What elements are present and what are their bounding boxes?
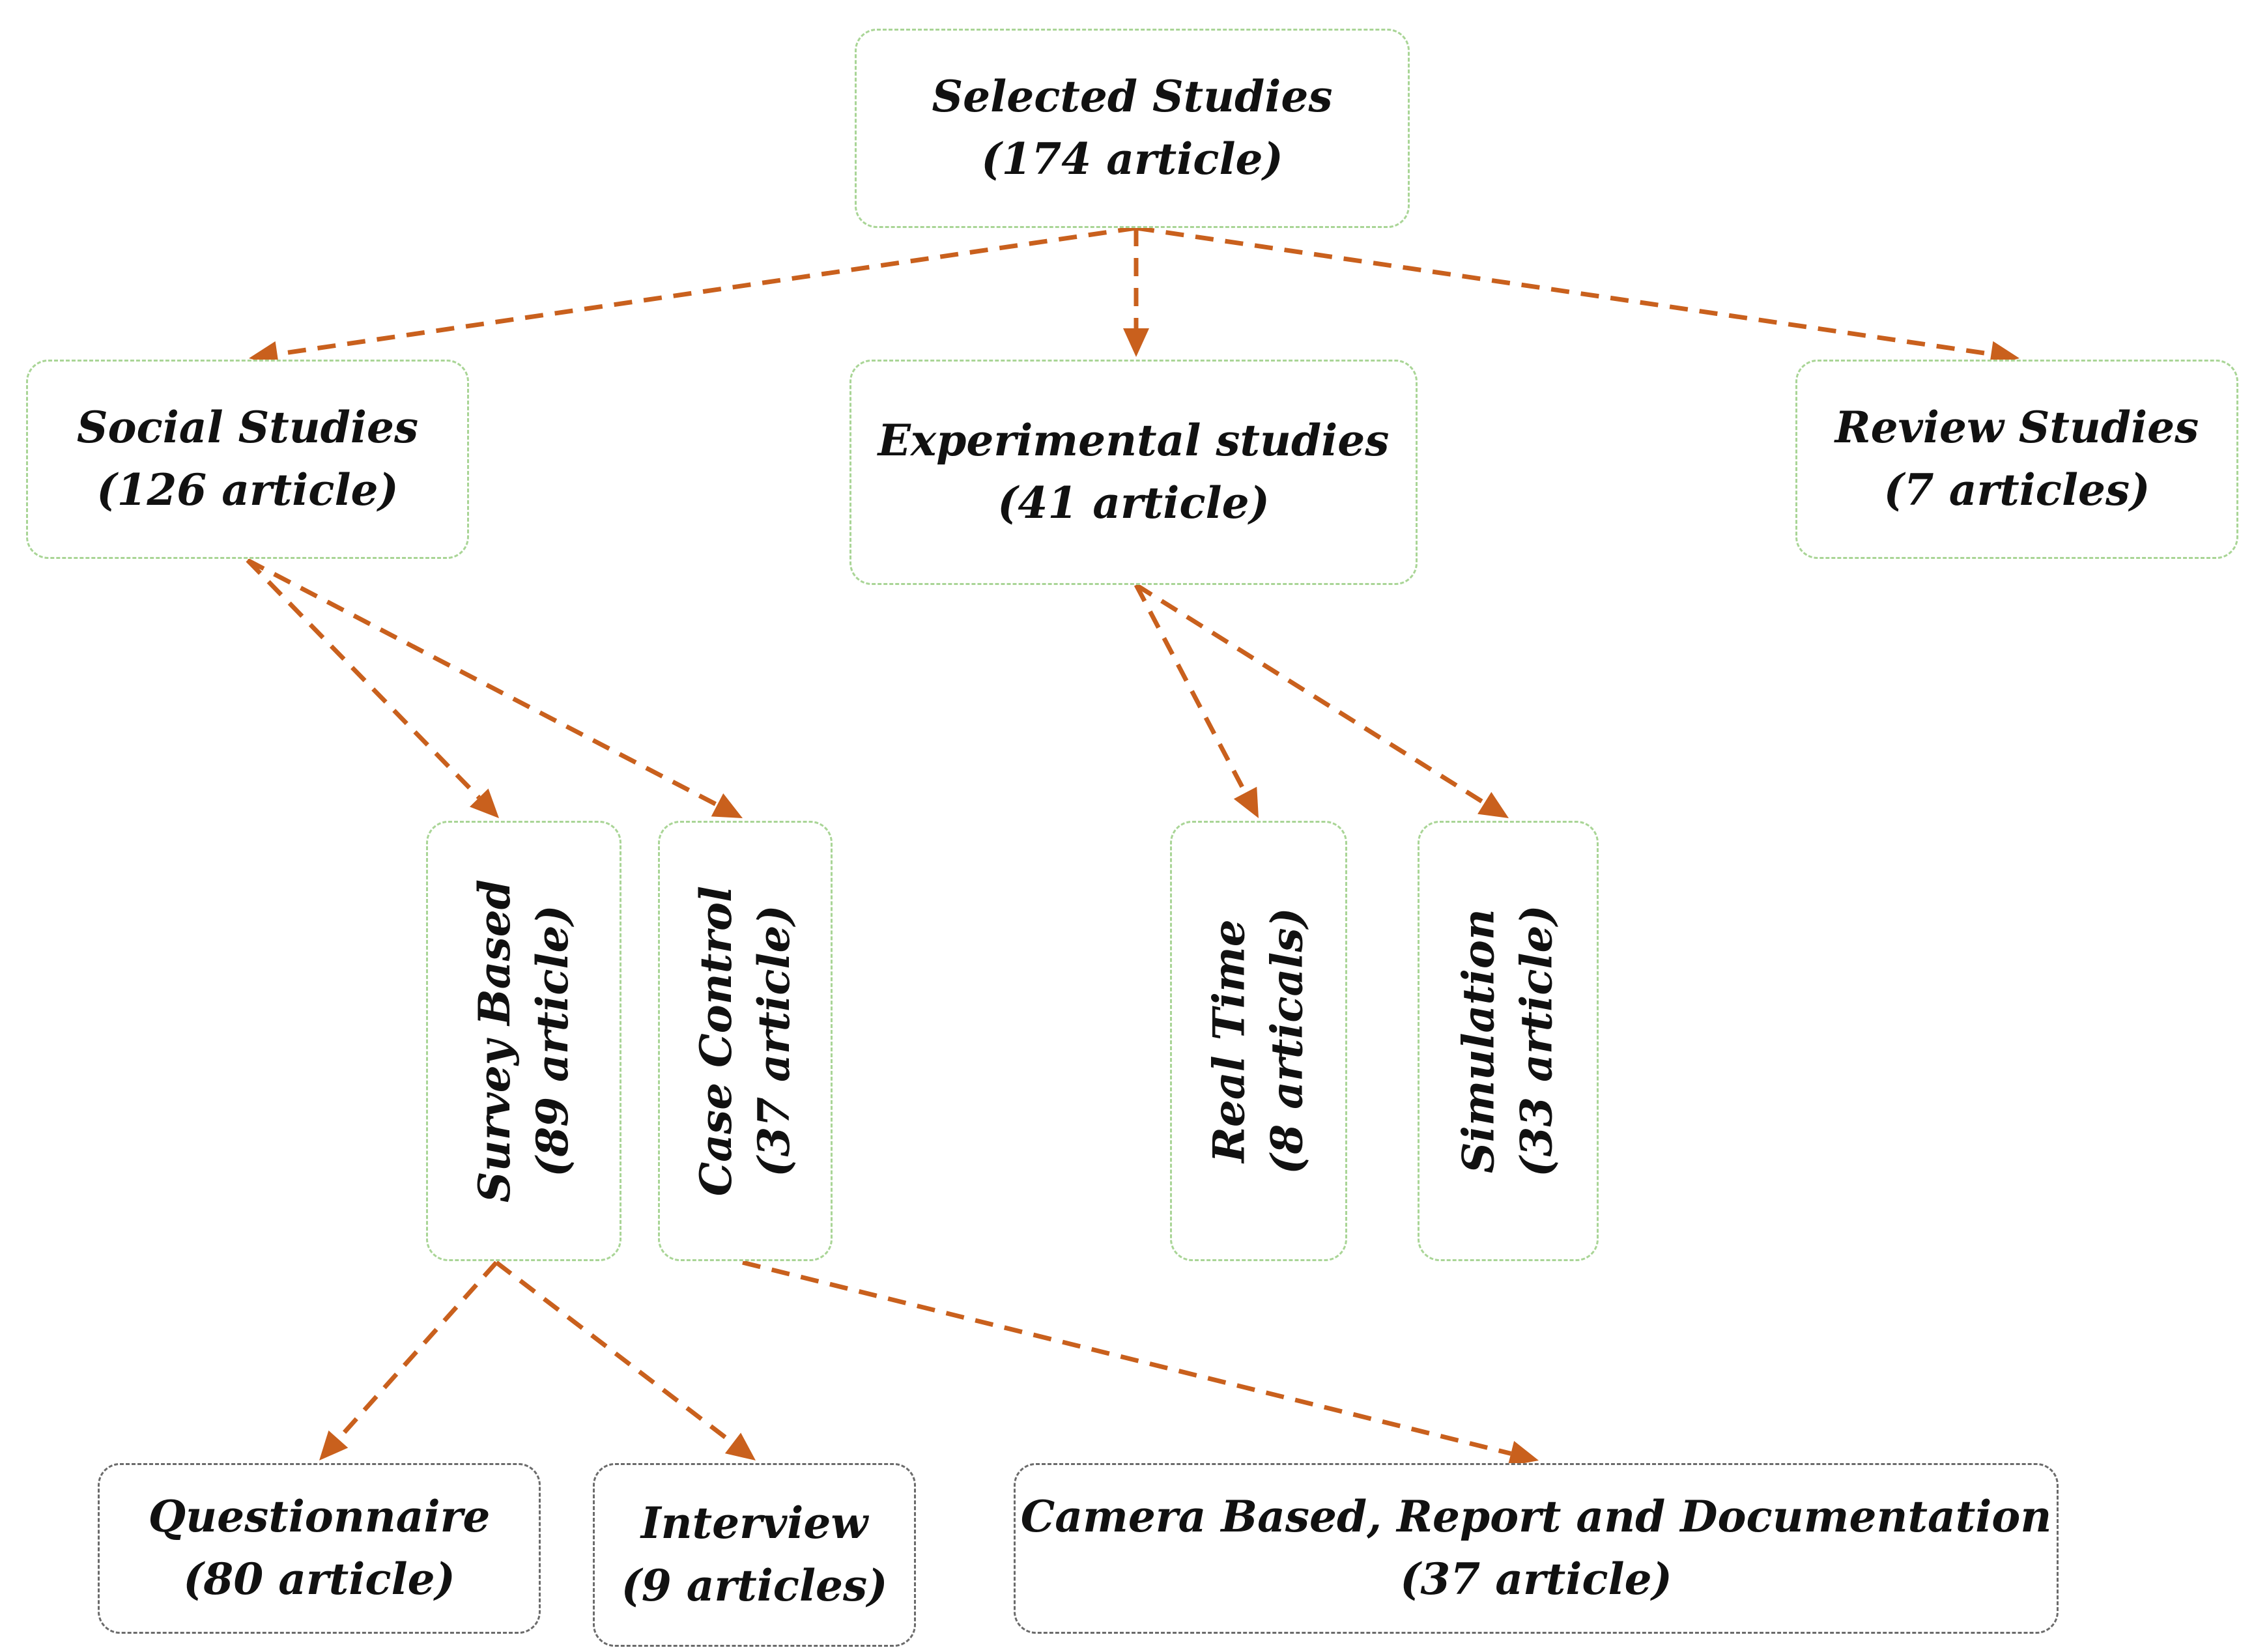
arrow-experimental-to-realtime	[1134, 584, 1259, 818]
node-count: (37 article)	[749, 905, 799, 1177]
node-title: Survey Based	[468, 879, 520, 1203]
node-social-studies-label: Social Studies (126 article)	[77, 397, 418, 521]
node-case-control: Case Control (37 article)	[658, 821, 833, 1261]
arrow-selected-to-experimental	[1123, 228, 1149, 357]
node-count: (80 article)	[183, 1554, 455, 1604]
node-count: (7 articles)	[1883, 464, 2150, 515]
arrow-line	[246, 558, 481, 799]
arrow-experimental-to-simulation	[1135, 583, 1509, 818]
arrow-line	[1135, 225, 1991, 357]
arrow-selected-to-social	[249, 225, 1137, 367]
node-title: Camera Based, Report and Documentation	[1020, 1491, 2052, 1543]
node-count: (41 article)	[997, 477, 1270, 528]
node-survey-based: Survey Based (89 article)	[426, 821, 621, 1261]
node-count: (33 article)	[1511, 905, 1562, 1177]
arrow-line	[277, 225, 1137, 357]
arrow-head	[711, 793, 743, 818]
node-count: (9 articles)	[621, 1560, 888, 1611]
arrow-line	[336, 1260, 498, 1441]
arrow-selected-to-review	[1135, 225, 2019, 367]
node-interview-label: Interview (9 articles)	[621, 1492, 888, 1617]
node-title: Social Studies	[76, 402, 419, 453]
arrow-social-to-case	[246, 558, 743, 818]
node-selected-studies: Selected Studies (174 article)	[855, 29, 1410, 228]
node-title: Experimental studies	[877, 415, 1390, 466]
node-camera-based-label: Camera Based, Report and Documentation (…	[1021, 1486, 2052, 1610]
arrow-head	[1233, 786, 1259, 818]
arrow-social-to-survey	[246, 558, 499, 818]
node-camera-based: Camera Based, Report and Documentation (…	[1014, 1463, 2059, 1634]
arrow-survey-to-interview	[494, 1260, 756, 1460]
node-title: Case Control	[690, 885, 741, 1197]
node-case-control-label: Case Control (37 article)	[687, 886, 803, 1196]
node-title: Real Time	[1203, 919, 1255, 1163]
arrow-head	[319, 1430, 349, 1460]
node-selected-studies-label: Selected Studies (174 article)	[932, 66, 1332, 190]
node-title: Simulation	[1453, 909, 1504, 1173]
arrow-head	[1507, 1440, 1539, 1466]
node-title: Interview	[640, 1498, 868, 1549]
node-simulation: Simulation (33 article)	[1418, 821, 1599, 1261]
arrow-survey-to-questionnaire	[319, 1260, 498, 1460]
node-experimental-studies-label: Experimental studies (41 article)	[878, 410, 1390, 534]
node-review-studies: Review Studies (7 articles)	[1795, 360, 2238, 559]
node-count: (37 article)	[1400, 1554, 1672, 1604]
arrow-line	[1134, 584, 1248, 794]
arrow-case-to-camera	[742, 1260, 1539, 1466]
node-questionnaire-label: Questionnaire (80 article)	[149, 1486, 491, 1610]
node-questionnaire: Questionnaire (80 article)	[98, 1463, 541, 1634]
node-experimental-studies: Experimental studies (41 article)	[849, 360, 1418, 585]
node-title: Selected Studies	[932, 71, 1333, 122]
node-social-studies: Social Studies (126 article)	[26, 360, 469, 559]
node-real-time-label: Real Time (8 articals)	[1201, 907, 1317, 1175]
node-simulation-label: Simulation (33 article)	[1450, 905, 1566, 1177]
arrow-line	[246, 558, 719, 807]
arrow-head	[469, 788, 499, 818]
node-real-time: Real Time (8 articals)	[1170, 821, 1347, 1261]
node-count: (126 article)	[96, 464, 399, 515]
arrow-head	[1123, 328, 1149, 357]
node-review-studies-label: Review Studies (7 articles)	[1835, 397, 2199, 521]
node-count: (174 article)	[981, 134, 1283, 184]
arrow-line	[1135, 583, 1486, 805]
arrow-head	[1477, 791, 1509, 818]
arrow-head	[724, 1432, 756, 1460]
node-interview: Interview (9 articles)	[593, 1463, 916, 1647]
arrow-line	[494, 1260, 735, 1445]
node-title: Review Studies	[1834, 402, 2199, 453]
node-title: Questionnaire	[148, 1491, 491, 1543]
arrow-line	[742, 1260, 1512, 1456]
node-count: (89 article)	[527, 905, 578, 1177]
node-survey-based-label: Survey Based (89 article)	[466, 879, 582, 1203]
node-count: (8 articals)	[1262, 907, 1313, 1175]
